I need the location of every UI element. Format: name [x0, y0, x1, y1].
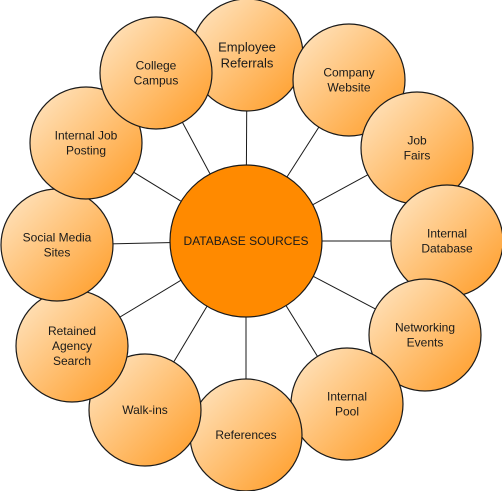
node-label-walk-ins: Walk-ins [122, 403, 168, 417]
node-circle-networking-events [368, 278, 482, 392]
node-label-references: References [215, 428, 276, 442]
node-label-job-fairs: Job [407, 134, 427, 148]
node-label-networking-events: Networking [395, 321, 455, 335]
node-circle-college-campus [99, 16, 213, 130]
node-label-retained-agency-search: Search [53, 354, 91, 368]
hub-label: DATABASE SOURCES [184, 234, 309, 248]
node-label-internal-database: Database [421, 242, 473, 256]
node-label-internal-job-posting: Internal Job [55, 129, 118, 143]
node-walk-ins: Walk-ins [88, 353, 202, 467]
node-references: References [189, 378, 303, 492]
node-label-internal-pool: Pool [335, 405, 359, 419]
node-label-job-fairs: Fairs [404, 149, 431, 163]
node-label-college-campus: College [136, 59, 177, 73]
node-label-social-media-sites: Sites [44, 246, 71, 260]
hub-group: DATABASE SOURCES [169, 164, 323, 318]
node-label-company-website: Company [323, 66, 374, 80]
node-label-company-website: Website [327, 81, 370, 95]
node-label-retained-agency-search: Retained [48, 324, 96, 338]
node-circle-internal-job-posting [29, 86, 143, 200]
node-label-internal-job-posting: Posting [66, 144, 106, 158]
node-label-internal-database: Internal [427, 227, 467, 241]
node-circle-walk-ins [88, 353, 202, 467]
node-label-employee-referrals: Employee [218, 40, 276, 55]
node-label-networking-events: Events [407, 336, 444, 350]
node-label-college-campus: Campus [134, 74, 179, 88]
node-label-internal-pool: Internal [327, 390, 367, 404]
hub-circle [169, 164, 323, 318]
node-label-social-media-sites: Social Media [23, 231, 92, 245]
node-label-retained-agency-search: Agency [52, 339, 92, 353]
node-label-employee-referrals: Referrals [221, 56, 274, 71]
